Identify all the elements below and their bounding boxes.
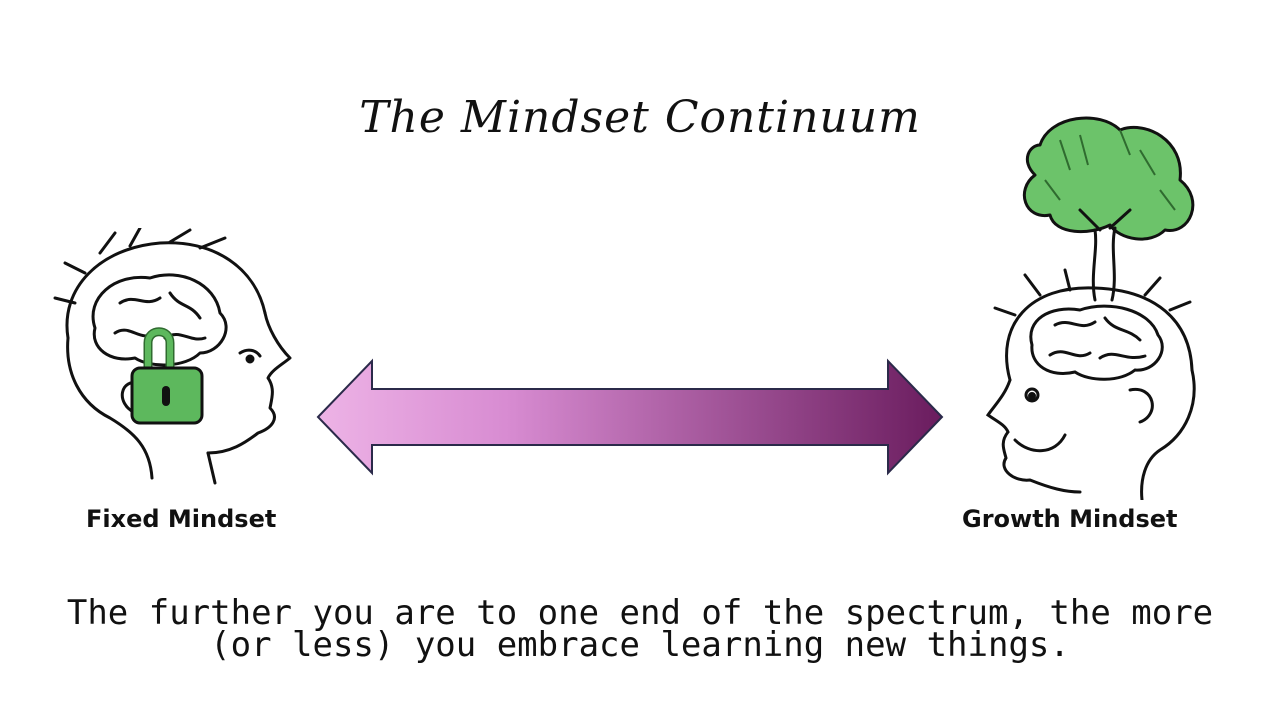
growth-mindset-head-icon [985, 116, 1196, 500]
double-headed-arrow-icon [316, 358, 944, 476]
fixed-mindset-label: Fixed Mindset [86, 505, 277, 533]
caption: The further you are to one end of the sp… [0, 593, 1280, 665]
growth-mindset-label: Growth Mindset [962, 505, 1178, 533]
fixed-mindset-head-icon [53, 228, 292, 485]
slide-title: The Mindset Continuum [359, 92, 921, 143]
caption-line-2: (or less) you embrace learning new thing… [210, 625, 1070, 665]
caption-line-1: The further you are to one end of the sp… [66, 593, 1214, 633]
